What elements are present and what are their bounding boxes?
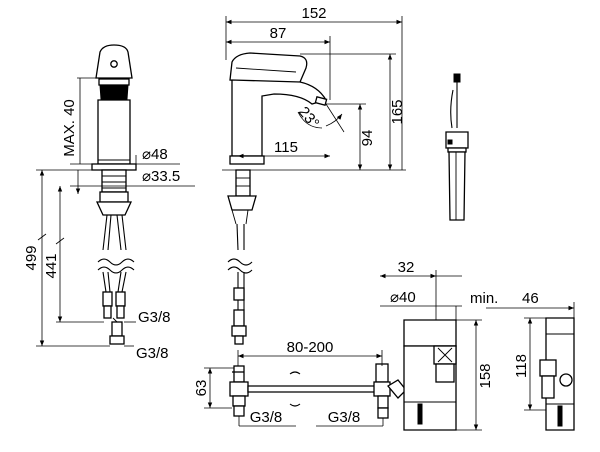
side-view-dimensions: 152 87 165 94 23° 115 <box>222 5 406 171</box>
thermostat-unit-side <box>539 317 575 431</box>
bottom-thread-left-label: G3/8 <box>250 409 283 426</box>
bottom-thread-right-label: G3/8 <box>328 409 361 426</box>
unit-offset-label: 32 <box>398 259 415 276</box>
thermostat-unit-front <box>403 319 457 431</box>
base-offset-label: 115 <box>274 139 298 156</box>
side-height-label: 118 <box>513 354 530 378</box>
overall-width-label: 152 <box>301 5 326 22</box>
thread-label-2: G3/8 <box>136 345 169 362</box>
side-depth-label: 46 <box>522 290 539 307</box>
unit-diameter-label: ⌀40 <box>390 289 416 306</box>
mixer-assembly <box>229 363 416 419</box>
spout-reach-label: 87 <box>270 25 287 42</box>
front-view-faucet <box>91 44 137 345</box>
mixer-span-label: 80-200 <box>287 339 334 356</box>
total-length-label: 499 <box>23 245 40 270</box>
unit-height-label: 158 <box>477 363 494 388</box>
mixer-height-label: 63 <box>193 380 210 397</box>
shank-diameter-label: ⌀33.5 <box>142 168 180 185</box>
thermostat-unit-dimensions: 32 ⌀40 158 <box>380 259 494 431</box>
front-view-dimensions: MAX. 40 ⌀48 ⌀33.5 499 441 G3/8 G3/8 <box>23 77 195 362</box>
max-height-label: MAX. 40 <box>61 99 78 157</box>
side-depth-prefix-label: min. <box>470 290 498 307</box>
spout-height-label: 94 <box>359 130 376 147</box>
hose-length-label: 441 <box>43 253 60 278</box>
body-height-label: 165 <box>389 99 406 124</box>
mixer-dimensions: 80-200 63 G3/8 G3/8 <box>193 339 384 427</box>
base-diameter-label: ⌀48 <box>142 146 168 163</box>
thread-label-1: G3/8 <box>138 309 171 326</box>
side-view-faucet <box>227 52 328 345</box>
cartridge-diagram <box>445 73 469 221</box>
thermostat-side-dimensions: min. 46 118 <box>470 290 575 411</box>
